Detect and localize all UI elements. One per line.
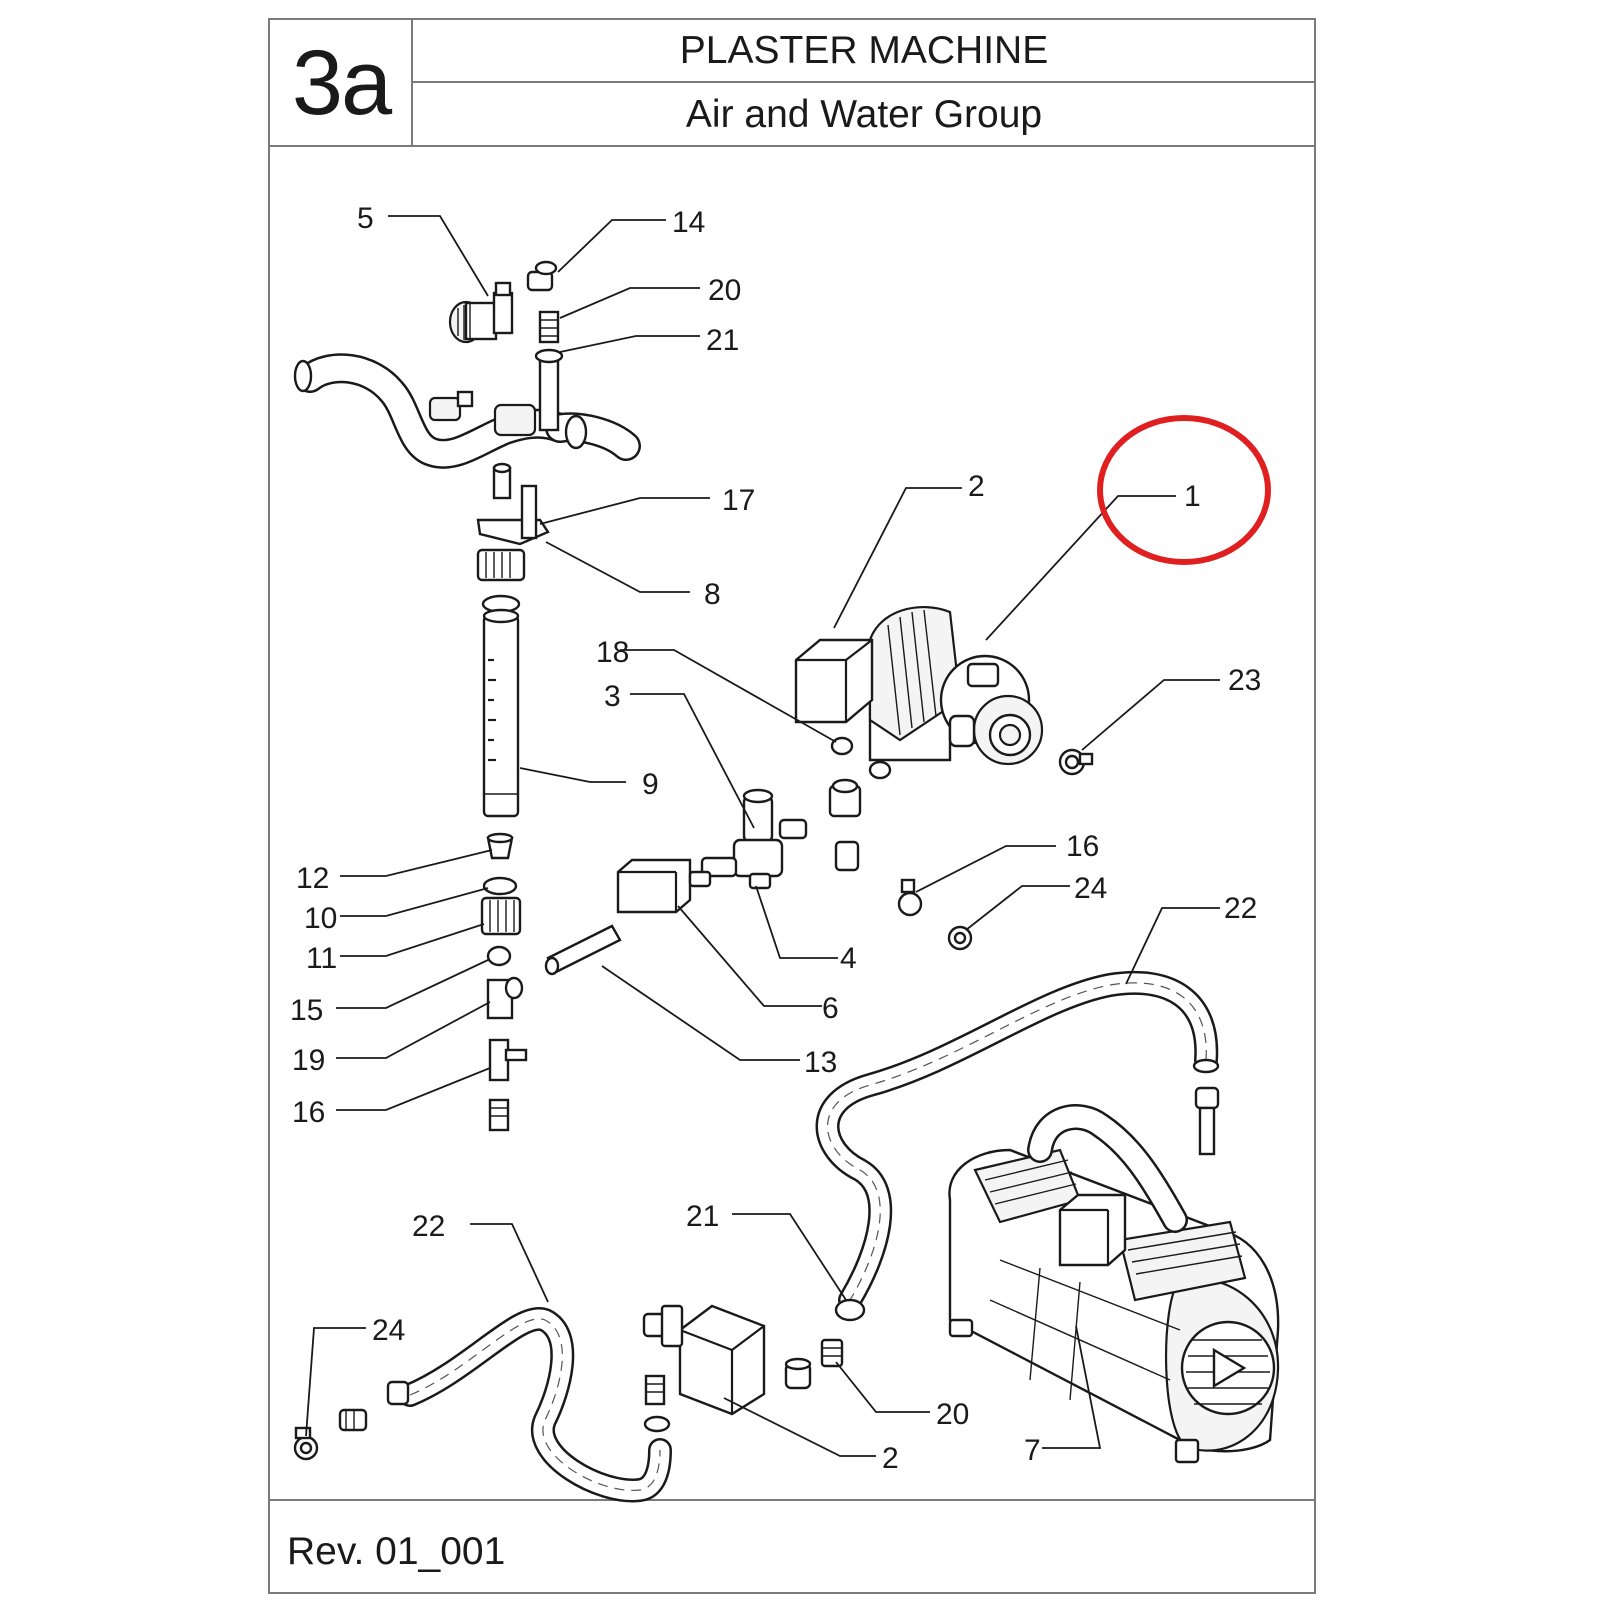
sheet-subtitle: Air and Water Group: [685, 93, 1043, 136]
part-20-nipple-bottom: [820, 1338, 844, 1368]
callout-2: 2: [968, 470, 985, 503]
part-18-plug: [830, 736, 854, 756]
callout-14: 14: [672, 206, 705, 239]
callout-leaders: [305, 215, 1220, 1457]
callout-16-left: 16: [292, 1096, 325, 1129]
callout-12: 12: [296, 862, 329, 895]
callout-22-left: 22: [412, 1210, 445, 1243]
drawing-frame: [268, 18, 1316, 1594]
part-22-air-hose-right: [815, 970, 1220, 1322]
part-10-o-ring: [482, 876, 518, 896]
callout-22: 22: [1224, 892, 1257, 925]
revision-label: Rev. 01_001: [287, 1530, 506, 1573]
callout-5: 5: [357, 202, 374, 235]
part-13-pipe-nipple: [544, 924, 622, 976]
part-16-clamp: [897, 878, 923, 917]
callout-24: 24: [1074, 872, 1107, 905]
part-12-float: [486, 832, 514, 860]
part-4-cross-fitting: [700, 818, 808, 890]
callout-1: 1: [1184, 480, 1201, 513]
callout-19: 19: [292, 1044, 325, 1077]
part-11-nut: [480, 896, 522, 936]
callout-21: 21: [706, 324, 739, 357]
part-7-air-compressor: [948, 1104, 1280, 1464]
callout-3: 3: [604, 680, 621, 713]
callout-4: 4: [840, 942, 857, 975]
part-22-air-hose-left: [398, 1306, 672, 1503]
part-1-water-pump: [868, 605, 1044, 766]
part-2-motor-terminal-box: [794, 638, 874, 724]
callout-7: 7: [1024, 1434, 1041, 1467]
callout-20: 20: [708, 274, 741, 307]
part-5-pressure-gauge-valve: [448, 281, 514, 344]
callout-15: 15: [290, 994, 323, 1027]
part-15-reducer: [486, 945, 512, 967]
water-manifold-assembly: [293, 348, 641, 469]
callout-17: 17: [722, 484, 755, 517]
callout-13: 13: [804, 1046, 837, 1079]
callout-20-bottom: 20: [936, 1398, 969, 1431]
sheet-code: 3a: [291, 32, 392, 134]
fitting-tee-near-pump: [828, 778, 862, 872]
fitting-nut-near-pump: [868, 760, 892, 780]
part-14-elbow-fitting: [526, 260, 558, 292]
callout-23: 23: [1228, 664, 1261, 697]
sheet-title: PLASTER MACHINE: [679, 29, 1049, 72]
callout-2-bottom: 2: [882, 1442, 899, 1475]
callout-9: 9: [642, 768, 659, 801]
fitting-elbow-bottom: [784, 1357, 812, 1390]
part-17-bracket: [476, 462, 550, 546]
callout-6: 6: [822, 992, 839, 1025]
callout-16: 16: [1066, 830, 1099, 863]
part-24-hose-clamp: [947, 925, 973, 951]
callout-10: 10: [304, 902, 337, 935]
highlight-circle: [1097, 415, 1271, 565]
part-20-nipple: [538, 310, 560, 344]
callout-labels: 5 14 20 21 17 8 2 1 18 3 23 9 16 24 12 1…: [290, 202, 1261, 1475]
part-24-clamp-left: [293, 1426, 319, 1461]
part-2-pressure-switch-bottom: [642, 1304, 766, 1433]
fitting-nipple-left: [338, 1380, 410, 1432]
callout-18: 18: [596, 636, 629, 669]
callout-8: 8: [704, 578, 721, 611]
part-9-flowmeter-tube: [482, 608, 520, 818]
part-8-nut: [476, 548, 526, 614]
part-6-pressure-switch: [616, 858, 712, 914]
callout-11: 11: [306, 942, 337, 975]
part-23-hose-clamp: [1058, 748, 1094, 776]
callout-21-bottom: 21: [686, 1200, 719, 1233]
part-16-tap: [488, 1038, 528, 1132]
part-19-tee: [486, 976, 524, 1020]
callout-24-left: 24: [372, 1314, 405, 1347]
